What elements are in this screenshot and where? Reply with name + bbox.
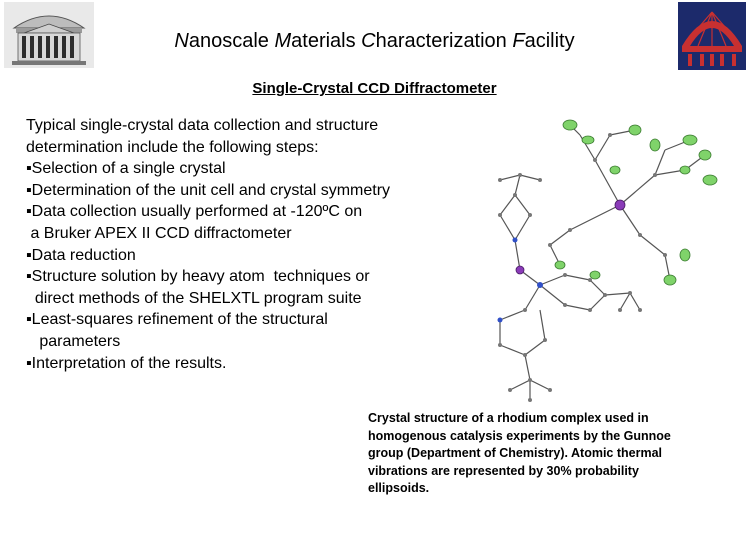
body-line: ▪Least-squares refinement of the structu… xyxy=(26,311,328,329)
caption-line: vibrations are represented by 30% probab… xyxy=(368,463,639,478)
body-line: a Bruker APEX II CCD diffractometer xyxy=(26,224,292,242)
title-initial-m: M xyxy=(274,30,292,52)
title-rest-1: anoscale xyxy=(188,30,275,52)
body-line: ▪Data collection usually performed at -1… xyxy=(26,203,363,221)
caption-line: homogenous catalysis experiments by the … xyxy=(368,428,671,443)
body-line: ▪Structure solution by heavy atom techni… xyxy=(26,268,370,286)
body-line: Typical single-crystal data collection a… xyxy=(26,117,379,134)
section-subtitle: Single-Crystal CCD Diffractometer xyxy=(252,80,497,97)
caption-line: group (Department of Chemistry). Atomic … xyxy=(368,446,663,460)
body-line: ▪Interpretation of the results. xyxy=(26,354,227,372)
body-line: parameters xyxy=(26,332,121,350)
title-rest-2: aterials xyxy=(291,30,362,52)
body-line: ▪Data reduction xyxy=(26,246,136,264)
body-line: direct methods of the SHELXTL program su… xyxy=(26,289,362,307)
body-line: ▪Determination of the unit cell and crys… xyxy=(26,181,391,199)
page-title: Nanoscale Materials Characterization Fac… xyxy=(0,30,749,53)
body-line: ▪Selection of a single crystal xyxy=(26,160,226,178)
figure-caption: Crystal structure of a rhodium complex u… xyxy=(368,410,738,498)
caption-line: Crystal structure of a rhodium complex u… xyxy=(368,411,649,425)
title-rest-4: acility xyxy=(524,30,575,52)
title-initial-f: F xyxy=(512,30,525,52)
caption-line: ellipsoids. xyxy=(368,481,430,495)
title-initial-c: C xyxy=(361,30,376,52)
rotunda-dome-emblem-icon xyxy=(678,2,746,70)
title-rest-3: haracterization xyxy=(375,30,513,52)
body-line: determination include the following step… xyxy=(26,138,319,156)
rotunda-building-icon xyxy=(4,2,94,68)
procedure-steps: Typical single-crystal data collection a… xyxy=(26,115,456,374)
title-initial-n: N xyxy=(174,30,189,52)
crystal-structure-ortep-image xyxy=(470,105,745,405)
